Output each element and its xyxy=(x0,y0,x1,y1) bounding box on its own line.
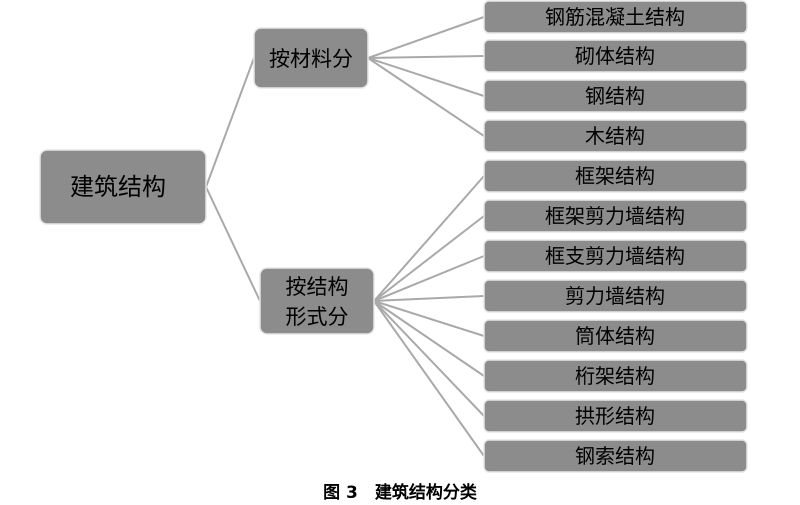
figure-caption: 图 3 建筑结构分类 xyxy=(323,483,477,503)
leaf-node: 框架剪力墙结构 xyxy=(483,199,748,233)
leaf-node: 框架结构 xyxy=(483,159,748,193)
connector-line xyxy=(373,300,485,337)
connector-line xyxy=(367,16,485,59)
connector-line xyxy=(373,295,485,302)
leaf-label: 砌体结构 xyxy=(575,44,655,68)
connector-line xyxy=(205,186,261,302)
leaf-node: 钢索结构 xyxy=(483,439,748,473)
connector-line xyxy=(367,57,485,97)
leaf-label: 框架剪力墙结构 xyxy=(545,204,685,228)
leaf-node: 筒体结构 xyxy=(483,319,748,353)
leaf-label: 拱形结构 xyxy=(575,404,655,428)
leaf-label: 筒体结构 xyxy=(575,324,655,348)
connector-line xyxy=(373,175,485,302)
leaf-node: 拱形结构 xyxy=(483,399,748,433)
leaf-label: 框架结构 xyxy=(575,164,655,188)
connector-line xyxy=(373,215,485,302)
leaf-node: 钢筋混凝土结构 xyxy=(483,0,748,34)
leaf-node: 桁架结构 xyxy=(483,359,748,393)
connector-lines xyxy=(205,16,485,457)
connector-line xyxy=(367,55,485,59)
leaf-label: 桁架结构 xyxy=(575,364,655,388)
leaf-label: 钢结构 xyxy=(585,84,645,108)
leaf-node: 木结构 xyxy=(483,119,748,153)
connector-line xyxy=(373,300,485,457)
branch-label-form-line1: 按结构 xyxy=(286,275,349,299)
leaf-node: 砌体结构 xyxy=(483,39,748,73)
leaf-node: 框支剪力墙结构 xyxy=(483,239,748,273)
branch-label-material: 按材料分 xyxy=(269,47,353,71)
leaf-label: 钢筋混凝土结构 xyxy=(545,5,685,29)
branch-node-material: 按材料分 xyxy=(253,27,369,89)
connector-line xyxy=(367,57,485,137)
connector-line xyxy=(373,255,485,302)
leaf-label: 木结构 xyxy=(585,124,645,148)
connector-line xyxy=(373,300,485,417)
branch-label-form-line2: 形式分 xyxy=(286,305,349,329)
leaf-node: 钢结构 xyxy=(483,79,748,113)
root-label: 建筑结构 xyxy=(70,173,166,201)
leaf-node: 剪力墙结构 xyxy=(483,279,748,313)
leaf-label: 钢索结构 xyxy=(575,444,655,468)
root-node: 建筑结构 xyxy=(39,149,207,225)
connector-line xyxy=(373,300,485,377)
leaf-label: 框支剪力墙结构 xyxy=(545,244,685,268)
leaf-label: 剪力墙结构 xyxy=(565,284,665,308)
connector-line xyxy=(205,57,255,188)
branch-node-form: 按结构 形式分 xyxy=(259,267,375,335)
